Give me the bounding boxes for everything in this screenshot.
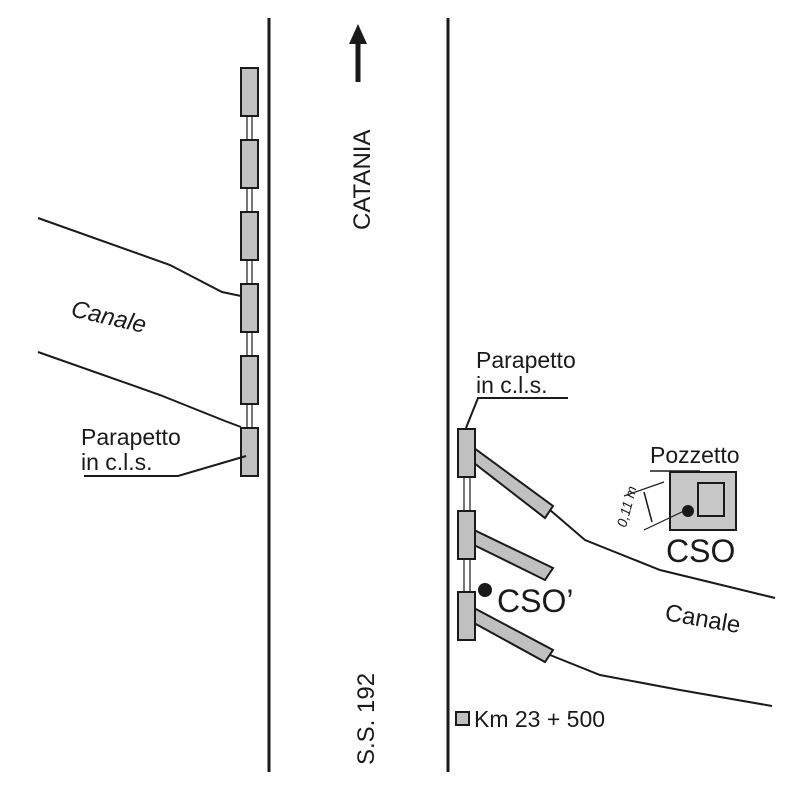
right-wing-walls [473,446,555,664]
left-parapet [240,67,259,477]
right-parapet-label-line2: in c.l.s. [476,372,548,398]
left-parapet-leader [84,455,247,477]
wing-wall [473,446,555,520]
right-canal-bank-upper [549,509,776,599]
cso-point-icon [682,505,694,517]
wing-wall [473,528,555,582]
km-marker-label: Km 23 + 500 [474,706,605,732]
right-parapet-label-line1: Parapetto [476,347,576,373]
left-canal-bank-upper [37,217,242,297]
left-canal-bank-lower [37,351,242,428]
right-parapet-leader [465,397,568,429]
left-canal-label: Canale [69,296,149,339]
right-parapet-block [457,510,476,560]
distance-label: 0,11 m [613,484,639,529]
cso-prime-label: CSO’ [497,583,573,619]
pozzetto-label: Pozzetto [650,442,740,468]
left-parapet-block [240,67,259,117]
left-parapet-label-line1: Parapetto [81,424,181,450]
right-canal-bank-lower [549,654,773,707]
cso-prime-point-icon [478,583,492,597]
direction-label: CATANIA [349,130,376,230]
cso-label: CSO [666,533,735,569]
right-canal-label: Canale [663,599,743,639]
dimension-line [623,481,687,531]
right-parapet-block [457,591,476,641]
direction-arrow-icon [349,24,367,82]
left-parapet-block [240,427,259,477]
right-parapet [457,428,476,641]
pozzetto [669,471,737,531]
right-parapet-block [457,428,476,478]
road-label: S.S. 192 [353,673,380,765]
left-parapet-block [240,139,259,189]
left-parapet-block [240,355,259,405]
left-parapet-block [240,283,259,333]
left-parapet-block [240,211,259,261]
km-marker-icon [455,711,470,726]
pozzetto-inner [697,482,725,517]
left-parapet-label-line2: in c.l.s. [81,449,153,475]
